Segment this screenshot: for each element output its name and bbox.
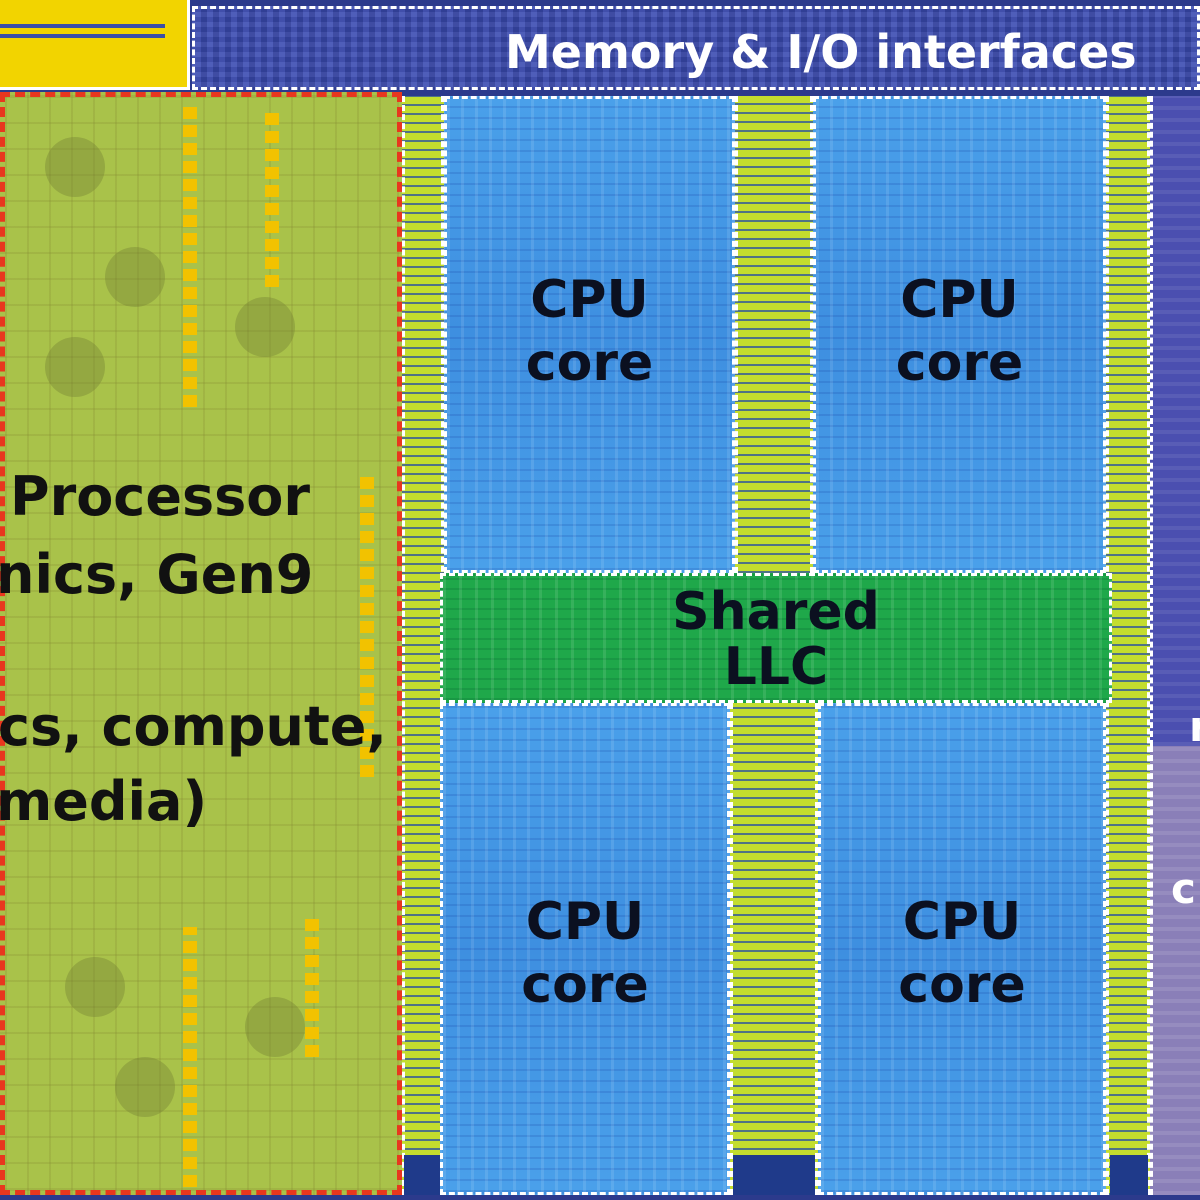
bottom-pad <box>1110 1155 1148 1195</box>
llc-label-line-2: LLC <box>723 637 829 697</box>
system-agent-block: r <box>1150 96 1200 746</box>
graphics-processor-block <box>0 92 402 1195</box>
gpu-eu-cell <box>235 297 295 357</box>
gpu-label-line-3: cs, compute, <box>0 695 387 758</box>
cpu-core-label-line-1: CPU <box>525 892 645 952</box>
gpu-cache-column <box>305 917 319 1057</box>
cpu-core-label-line-2: core <box>521 955 649 1015</box>
gpu-label-line-1: Processor <box>10 465 310 528</box>
gpu-eu-cell <box>105 247 165 307</box>
cpu-core-label-line-1: CPU <box>902 892 1022 952</box>
stripe <box>0 24 165 28</box>
cpu-core-top-right: CPU core <box>813 96 1106 573</box>
ring-column-left <box>402 96 444 1195</box>
gpu-eu-cell <box>115 1057 175 1117</box>
gpu-label-line-4: media) <box>0 770 208 833</box>
gpu-cache-column <box>360 477 374 777</box>
bottom-pad <box>404 1155 440 1195</box>
ring-column-mid-top <box>735 96 813 573</box>
gpu-label-line-2: nics, Gen9 <box>0 543 314 606</box>
gpu-cache-column <box>183 107 197 407</box>
gpu-cache-column <box>183 927 197 1187</box>
cpu-core-top-left: CPU core <box>444 96 735 573</box>
gpu-eu-cell <box>45 137 105 197</box>
gpu-eu-cell <box>65 957 125 1017</box>
edge-core-label-fragment: c <box>1171 864 1196 913</box>
gpu-eu-cell <box>245 997 305 1057</box>
cpu-core-label-line-2: core <box>895 333 1024 393</box>
stripe <box>0 34 165 38</box>
system-agent-label-fragment: r <box>1189 706 1200 747</box>
cpu-core-label-line-1: CPU <box>900 270 1019 330</box>
edge-core-block: c <box>1150 746 1200 1195</box>
ring-column-right <box>1106 96 1150 1195</box>
cpu-core-bottom-right: CPU core <box>818 703 1106 1195</box>
top-left-block <box>0 0 190 90</box>
ring-column-mid-bottom <box>730 703 818 1195</box>
cpu-core-label-line-2: core <box>898 955 1026 1015</box>
memory-io-block: Memory & I/O interfaces <box>192 6 1200 90</box>
cpu-core-bottom-left: CPU core <box>440 703 730 1195</box>
cpu-core-label-line-1: CPU <box>530 270 649 330</box>
llc-label-line-1: Shared <box>672 582 880 642</box>
cpu-core-label-line-2: core <box>525 333 654 393</box>
bottom-pad <box>733 1155 815 1195</box>
gpu-eu-cell <box>45 337 105 397</box>
gpu-cache-column <box>265 107 279 287</box>
memory-io-label: Memory & I/O interfaces <box>505 25 1137 79</box>
shared-llc-block: Shared LLC <box>440 573 1112 703</box>
